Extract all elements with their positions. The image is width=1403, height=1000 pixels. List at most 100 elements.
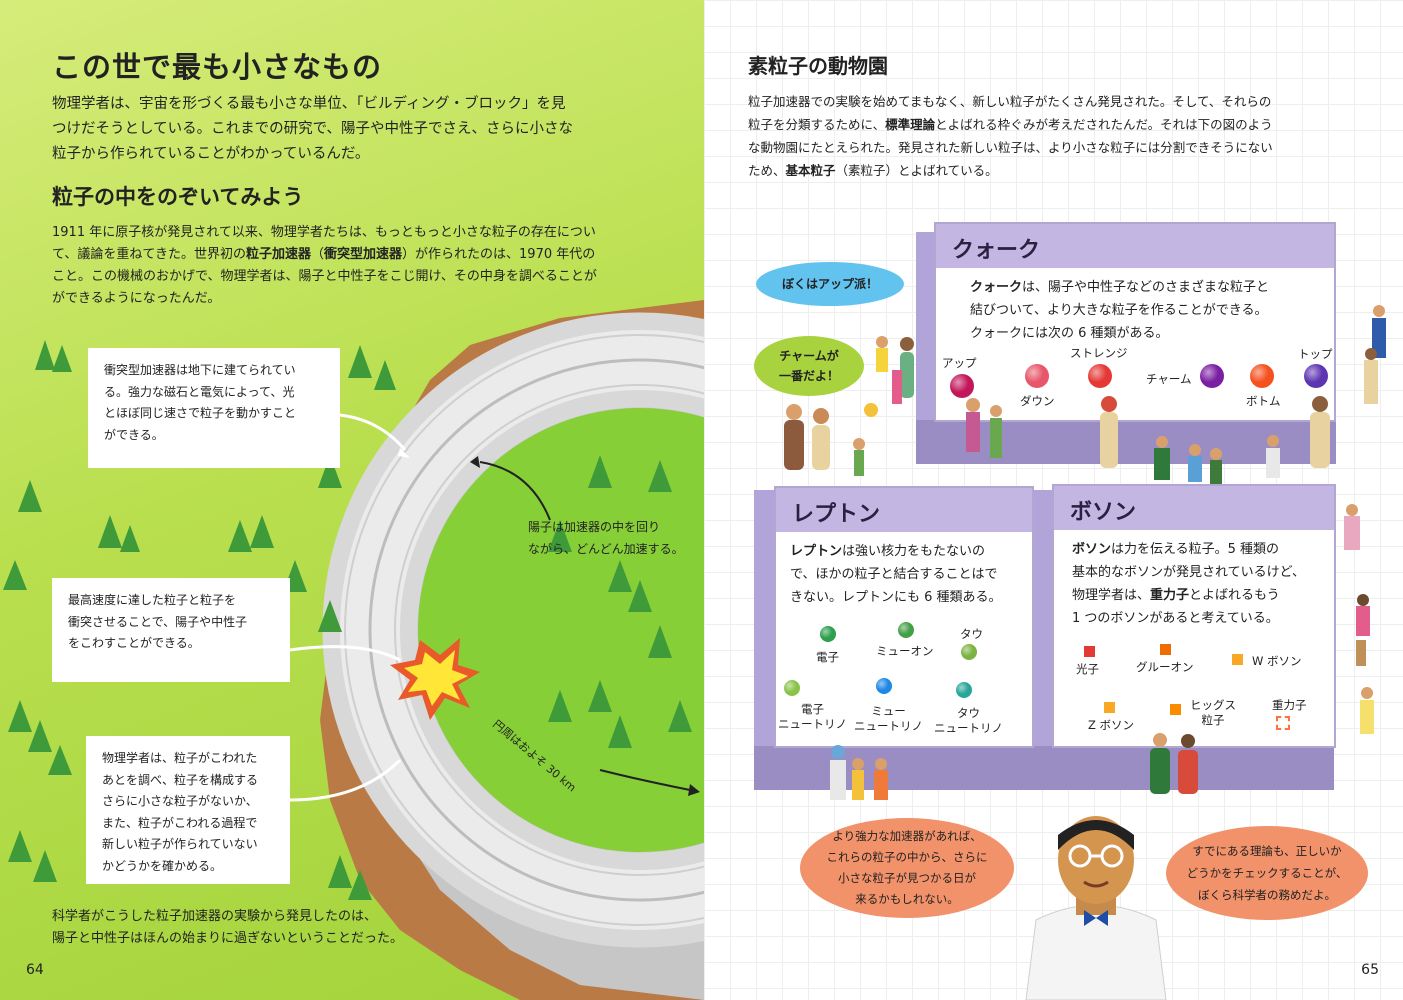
body-line: ができるようになったんだ。 [52,291,221,306]
desc-text: は強い核力をもたないの [842,544,986,559]
callout-line: 最高速度に達した粒子と粒子を [68,593,237,607]
bubble-line: 小さな粒子が見つかる日が [838,871,976,885]
quark-label-top: トップ [1298,347,1333,361]
right-page: 素粒子の動物園 粒子加速器での実験を始めてまもなく、新しい粒子がたくさん発見され… [704,0,1403,1000]
quark-ball-strange [1088,364,1112,388]
callout-collider: 衝突型加速器は地下に建てられてい る。強力な磁石と電気によって、光 とほぼ同じ速… [88,348,340,468]
callout-line: をこわすことができる。 [68,636,200,650]
term-standard-model: 標準理論 [885,117,936,132]
boson-box-base [1034,746,1334,790]
lepton-label-electron: 電子 [816,650,839,664]
lepton-label-tau-neutrino: タウ ニュートリノ [934,706,1003,735]
term-lepton: レプトン [790,544,843,559]
boson-heading: ボソン [1054,486,1334,530]
boson-square-w [1232,654,1243,665]
speech-bubble-scientist-1: より強力な加速器があれば、 これらの粒子の中から、さらに 小さな粒子が見つかる日… [800,818,1014,918]
lepton-ball-electron-neutrino [784,680,800,696]
section-subtitle: 粒子の中をのぞいてみよう [52,185,304,209]
callout-collision: 最高速度に達した粒子と粒子を 衝突させることで、陽子や中性子 をこわすことができ… [52,578,290,682]
intro-text: ため、 [748,163,786,178]
desc-line: 結びついて、より大きな粒子を作ることができる。 [970,303,1268,318]
quark-label-strange: ストレンジ [1070,346,1128,360]
lepton-label-tau: タウ [960,627,983,641]
term-particle-accelerator: 粒子加速器 [245,247,311,262]
lepton-box: レプトン レプトンは強い核力をもたないの で、ほかの粒子と結合することはで きな… [774,486,1034,748]
lepton-ball-electron [820,626,836,642]
boson-square-gluon [1160,644,1171,655]
quark-ball-up [950,374,974,398]
body-text: て、議論を重ねてきた。世界初の [52,247,246,262]
quark-ball-charm [1200,364,1224,388]
quark-ball-bottom [1250,364,1274,388]
page-title: この世で最も小さなもの [52,50,383,84]
quark-label-up: アップ [942,356,977,370]
boson-label-w: W ボソン [1252,654,1302,668]
bubble-line: どうかをチェックすることが、 [1186,866,1348,880]
term-elementary-particle: 基本粒子 [785,163,836,178]
speech-bubble-up: ぼくはアップ派！ [756,262,904,306]
callout-line: ができる。 [104,427,164,442]
bubble-line: これらの粒子の中から、さらに [826,850,988,864]
callout-line: 物理学者は、粒子がこわれた [102,751,258,765]
intro-text: とよばれる枠ぐみが考えだされたんだ。それは下の図のよう [935,117,1273,132]
intro-line: ため、基本粒子（素粒子）とよばれている。 [748,159,1273,182]
boson-description: ボソンは力を伝える粒子。5 種類の 基本的なボソンが発見されているけど、 物理学… [1072,538,1305,630]
callout-line: さらに小さな粒子がないか、 [102,794,258,808]
intro-line: 物理学者は、宇宙を形づくる最も小さな単位、「ビルディング・ブロック」を見 [52,96,566,112]
lepton-ball-muon [898,622,914,638]
desc-text: 物理学者は、 [1072,588,1151,603]
quark-label-charm: チャーム [1146,372,1192,386]
boson-label-higgs: ヒッグス 粒子 [1190,698,1236,727]
boson-box-side [1034,490,1054,790]
desc-text: とよばれるもう [1189,588,1280,603]
quark-box-base [916,420,1336,464]
desc-line: きない。レプトンにも 6 種類ある。 [790,590,1002,605]
lepton-description: レプトンは強い核力をもたないの で、ほかの粒子と結合することはで きない。レプト… [790,540,1002,609]
boson-square-higgs [1170,704,1181,715]
bubble-line: 一番だよ！ [778,369,839,383]
desc-text: は力を伝える粒子。5 種類の [1111,542,1280,557]
lepton-ball-tau-neutrino [956,682,972,698]
callout-line: とほぼ同じ速さで粒子を動かすこと [104,406,297,420]
paren: （ [310,247,324,262]
boson-square-graviton [1276,716,1290,730]
boson-label-z: Z ボソン [1088,718,1135,732]
body-paragraph: 1911 年に原子核が発見されて以来、物理学者たちは、もっともっと小さな粒子の存… [52,222,597,310]
lepton-label-muon: ミューオン [876,644,934,658]
lepton-ball-tau [961,644,977,660]
speech-bubble-scientist-2: すでにある理論も、正しいか どうかをチェックすることが、 ぼくら科学者の務めだよ… [1166,826,1368,920]
page-title: 素粒子の動物園 [748,54,888,78]
desc-line: レプトンは強い核力をもたないの [790,540,1002,563]
desc-line: クォークには次の 6 種類がある。 [970,326,1169,341]
quark-label-down: ダウン [1020,394,1055,408]
desc-line: 基本的なボソンが発見されているけど、 [1072,565,1305,580]
accelerator-illustration [3,300,704,1000]
term-boson: ボソン [1072,542,1112,557]
page-number: 64 [26,962,44,978]
body-line: て、議論を重ねてきた。世界初の粒子加速器（衝突型加速器）が作られたのは、1970… [52,244,597,266]
desc-line: 1 つのボソンがあると考えている。 [1072,611,1279,626]
callout-line: 衝突型加速器は地下に建てられてい [104,363,296,377]
lepton-label-muon-neutrino: ミュー ニュートリノ [854,704,923,733]
footer-line: 科学者がこうした粒子加速器の実験から発見したのは、 [52,909,378,924]
quark-description: クォークは、陽子や中性子などのさまざまな粒子と 結びついて、より大きな粒子を作る… [970,276,1269,345]
page-number: 65 [1361,962,1379,978]
boson-label-photon: 光子 [1076,662,1099,676]
callout-line: 衝突させることで、陽子や中性子 [68,614,248,629]
callout-line: る。強力な磁石と電気によって、光 [104,384,295,399]
callout-line: 陽子は加速器の中を回り [528,520,661,534]
desc-line: で、ほかの粒子と結合することはで [790,567,998,582]
callout-line: あとを調べ、粒子を構成する [102,772,259,787]
lepton-heading: レプトン [776,488,1032,532]
speech-bubble-charm: チャームが 一番だよ！ [754,336,864,396]
intro-line: 粒子を分類するために、標準理論とよばれる枠ぐみが考えだされたんだ。それは下の図の… [748,113,1273,136]
bubble-line: ぼくら科学者の務めだよ。 [1198,888,1336,902]
intro-line: な動物園にたとえられた。発見された新しい粒子は、より小さな粒子には分割できそうに… [748,140,1273,155]
term-quark: クォーク [970,280,1023,295]
intro-line: 粒子加速器での実験を始めてまもなく、新しい粒子がたくさん発見された。そして、それ… [748,94,1272,109]
bubble-line: 来るかもしれない。 [855,892,959,906]
intro-text: 粒子を分類するために、 [748,117,886,132]
boson-label-graviton: 重力子 [1272,698,1307,712]
boson-label-gluon: グルーオン [1136,660,1194,674]
quark-ball-top [1304,364,1328,388]
